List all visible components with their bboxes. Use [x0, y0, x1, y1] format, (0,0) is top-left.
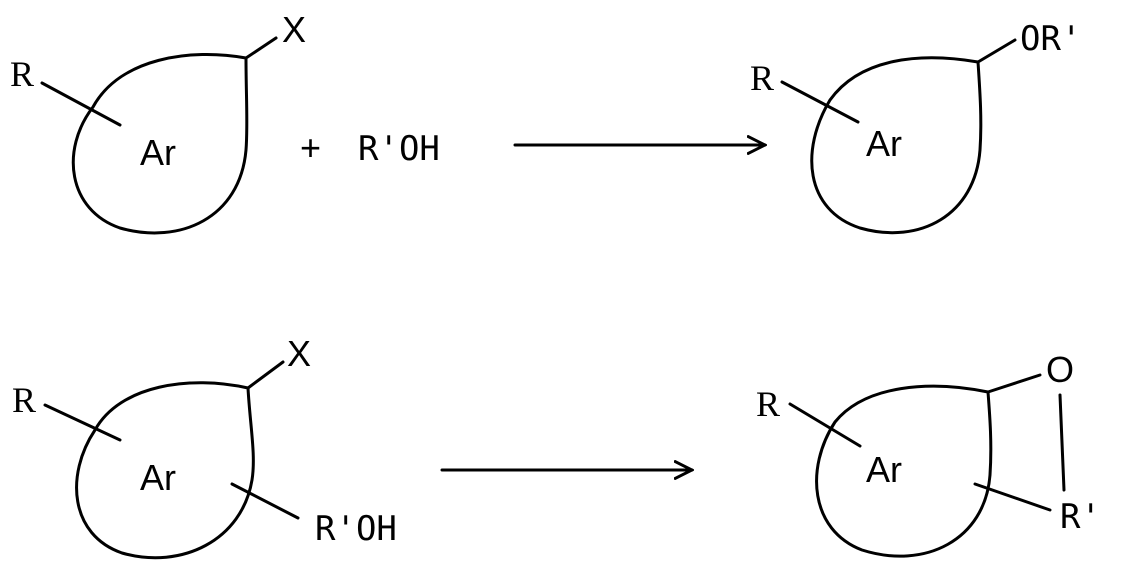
ring-ar-label: Ar	[140, 132, 176, 173]
tether-bond	[232, 484, 298, 518]
ring-ar-label: Ar	[866, 449, 902, 490]
product-1: R Ar OR'	[750, 19, 1081, 233]
oxygen-label: O	[1046, 349, 1074, 390]
substituent-r-label: R	[12, 380, 36, 420]
substituent-r-label: R	[756, 384, 780, 424]
leaving-group-x-label: X	[282, 9, 306, 50]
r-bond	[42, 83, 120, 125]
ether-group-label: OR'	[1020, 19, 1081, 59]
x-bond	[248, 362, 283, 388]
reagent-label: R'OH	[358, 129, 440, 169]
reaction-2: R Ar X R'OH R Ar O R'	[12, 333, 1101, 558]
tethered-group-label: R'OH	[315, 509, 397, 549]
o-bond	[978, 40, 1015, 62]
tether-label: R'	[1060, 497, 1101, 537]
r-bond	[782, 82, 858, 122]
reaction-1: R Ar X + R'OH R Ar OR'	[10, 9, 1081, 233]
o-r-bond	[1060, 395, 1064, 490]
substituent-r-label: R	[10, 54, 34, 94]
substituent-r-label: R	[750, 58, 774, 98]
reactant-2: R Ar X R'OH	[12, 333, 397, 558]
leaving-group-x-label: X	[287, 333, 311, 374]
o-bond	[988, 375, 1040, 392]
reactant-1: R Ar X	[10, 9, 306, 233]
x-bond	[246, 38, 276, 58]
ring-ar-label: Ar	[866, 123, 902, 164]
product-2: R Ar O R'	[756, 349, 1101, 556]
plus-sign: +	[300, 127, 321, 168]
aryl-ring	[817, 386, 991, 556]
ring-ar-label: Ar	[140, 457, 176, 498]
